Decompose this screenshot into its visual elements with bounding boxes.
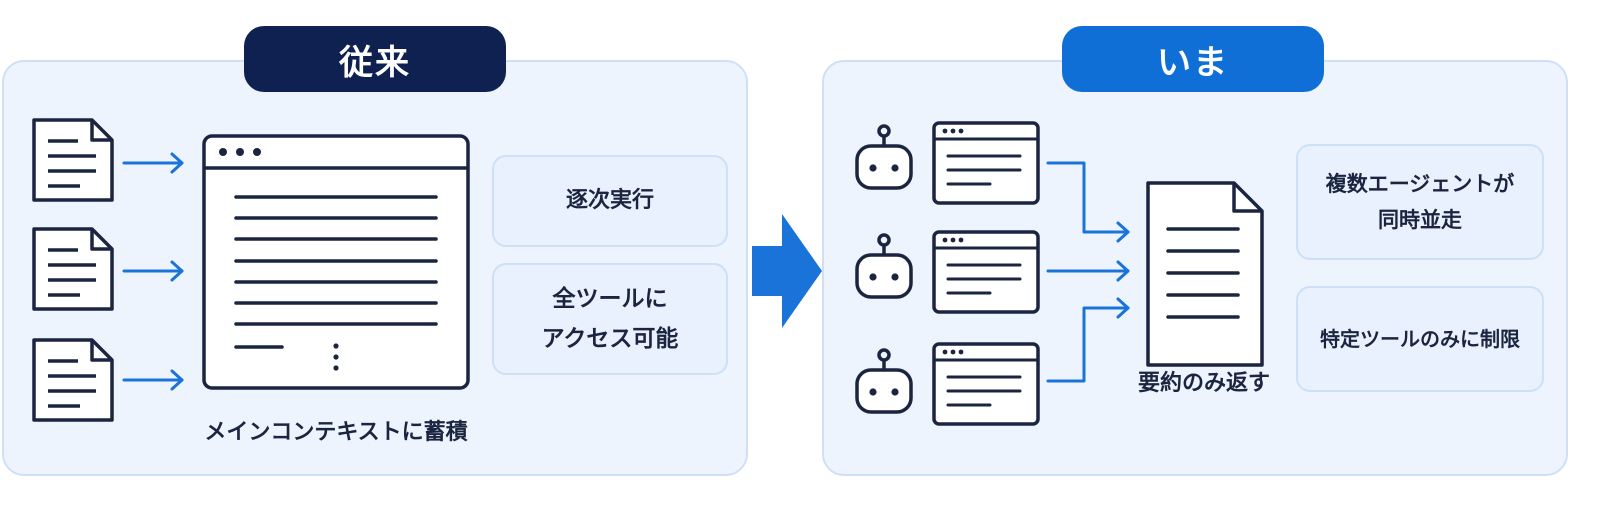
arrow-icon [122,152,184,174]
robot-icon [855,124,913,190]
summary-caption: 要約のみ返す [1137,371,1270,396]
tag-parallel-agents: 複数エージェントが 同時並走 [1296,144,1544,260]
agent-window-icon [932,342,1040,426]
tag-restricted-tools: 特定ツールのみに制限 [1296,286,1544,392]
arrow-icon [1046,297,1130,383]
agent-window-icon [932,121,1040,205]
tag-all-tool-access: 全ツールに アクセス可能 [492,263,728,375]
arrow-icon [122,369,184,391]
main-context-caption: メインコンテキストに蓄積 [204,420,468,445]
arrow-icon [1046,161,1130,243]
arrow-icon [1046,260,1130,282]
panel-title-now: いま [1062,26,1324,92]
tag-sequential-execution: 逐次実行 [492,155,728,247]
summary-document-icon [1146,181,1264,367]
robot-icon [855,348,913,414]
document-icon [32,118,114,202]
main-context-window-icon [202,134,470,390]
robot-icon [855,233,913,299]
document-icon [32,227,114,311]
panel-title-traditional: 従来 [244,26,506,92]
transition-arrow-icon [752,214,822,328]
document-icon [32,338,114,422]
arrow-icon [122,260,184,282]
agent-window-icon [932,230,1040,314]
